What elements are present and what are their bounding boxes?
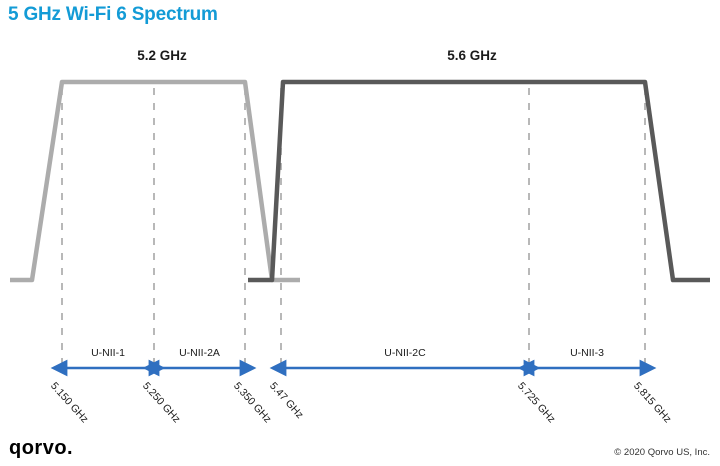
band-curve-1 [10, 79, 300, 283]
band-label-1: 5.2 GHz [137, 48, 187, 63]
qorvo-logo: qorvo. [9, 437, 74, 459]
unii-label-u-nii-1: U-NII-1 [91, 347, 125, 359]
unii-label-u-nii-2c: U-NII-2C [384, 347, 426, 359]
page-title: 5 GHz Wi-Fi 6 Spectrum [8, 4, 218, 25]
band-label-2: 5.6 GHz [447, 48, 497, 63]
gridlines-group [61, 88, 646, 372]
copyright-notice: © 2020 Qorvo US, Inc. [614, 447, 710, 458]
band-curves-group [10, 79, 710, 283]
unii-label-u-nii-2a: U-NII-2A [179, 347, 220, 359]
band-curve-2 [248, 79, 710, 283]
unii-label-u-nii-3: U-NII-3 [570, 347, 604, 359]
